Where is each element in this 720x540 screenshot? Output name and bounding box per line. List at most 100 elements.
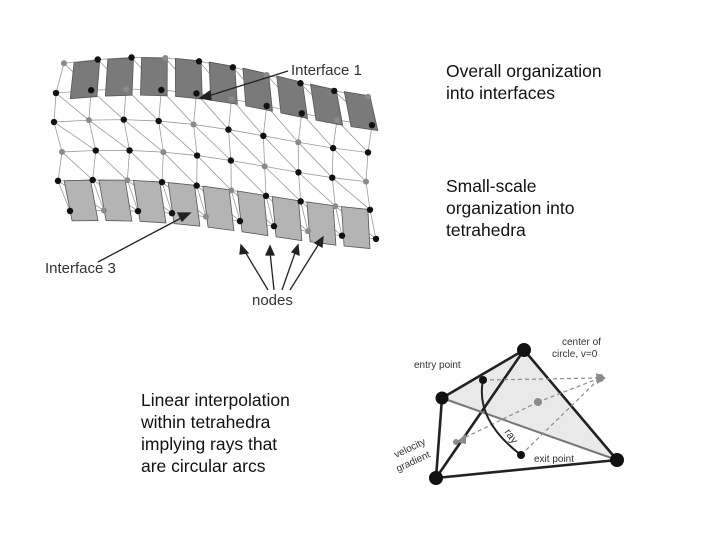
mesh-node (297, 198, 304, 205)
mesh-diagonal-line (196, 155, 232, 191)
interface-3-arrow (97, 215, 186, 263)
mesh-column-line (331, 177, 336, 207)
interface-3-panel (271, 196, 303, 242)
mesh-node (128, 54, 135, 61)
tetra-edge-5 (435, 458, 618, 480)
mesh-diagonal-line (301, 113, 334, 149)
mesh-node (89, 176, 96, 184)
nodes-arrowhead-3 (290, 243, 300, 257)
mesh-panels (63, 57, 379, 249)
mesh-diagonal-line (55, 92, 90, 121)
mesh-node (333, 117, 340, 124)
mesh-node (329, 144, 337, 152)
tetra-vertex-top (517, 343, 531, 357)
mesh-node (227, 157, 235, 164)
tetra-vertex-right (610, 453, 624, 467)
mesh-node (263, 71, 270, 78)
interface-3-panel (63, 179, 99, 222)
caption-linear-interpolation: Linear interpolation within tetrahedra i… (141, 390, 290, 476)
tetra-edge-2 (523, 349, 618, 461)
mesh-diagonal-line (266, 105, 299, 143)
mesh-column-line (230, 190, 241, 222)
mesh-node (364, 149, 372, 156)
mesh-column-line (57, 180, 71, 212)
mesh-node (193, 90, 200, 97)
mesh-node (203, 213, 209, 220)
center-label-line2: circle, v=0 (552, 349, 598, 360)
mesh-column-line (298, 172, 302, 202)
mesh-diagonal-line (95, 150, 128, 181)
mesh-column-line (332, 120, 338, 149)
interface-1-panel (69, 59, 101, 100)
tetra-vertex-left (435, 391, 449, 405)
nodes-arrow-3 (281, 249, 297, 291)
mesh-node (134, 207, 142, 215)
circle-center-marker (534, 398, 542, 406)
mesh-node (160, 149, 167, 156)
interface-3-panel (98, 179, 133, 222)
tetra-hidden-edge (441, 397, 618, 461)
exit-point-marker (517, 451, 525, 459)
mesh-column-line (123, 119, 130, 151)
center-dashed-line-2 (482, 377, 601, 381)
tetrahedron-diagram: entry point center of circle, v=0 ray ve… (393, 337, 624, 485)
mesh-node (50, 118, 58, 126)
exit-point-label: exit point (534, 454, 574, 465)
interface-1-panel (310, 83, 344, 126)
annotation-arrows (97, 70, 324, 291)
mesh-diagonal-line (231, 98, 264, 137)
mesh-column-line (126, 180, 139, 212)
nodes-arrowhead-4 (313, 235, 324, 249)
mesh-node (332, 203, 339, 210)
velocity-gradient-line (459, 401, 539, 441)
mesh-node (229, 64, 237, 71)
mesh-nodes (50, 54, 380, 243)
mesh-column-line (334, 206, 343, 236)
mesh-diagonal-line (263, 135, 299, 173)
mesh-column-line (262, 105, 268, 136)
mesh-diagonal-line (61, 151, 93, 181)
tetra-edge-4 (434, 349, 526, 479)
mesh-node (297, 80, 304, 87)
mesh-column-line (369, 209, 377, 239)
mesh-column-line (88, 120, 97, 151)
mesh-node (162, 55, 169, 62)
mesh-node (94, 56, 101, 63)
mesh-column-line (161, 182, 173, 214)
mesh-column-line (196, 185, 207, 217)
mesh-node (263, 102, 270, 110)
mesh-column-line (53, 93, 57, 123)
mesh-node (59, 148, 65, 155)
nodes-arrowhead-2 (264, 244, 276, 256)
entry-point-marker (479, 376, 487, 384)
mesh-diagonal-line (88, 119, 130, 151)
mesh-column-line (264, 166, 267, 196)
nodes-arrow-4 (289, 241, 321, 291)
mesh-diagonal-line (228, 129, 265, 167)
mesh-node (158, 178, 166, 186)
mesh-node (295, 139, 302, 146)
mesh-node (195, 58, 203, 65)
mesh-column-line (265, 195, 275, 227)
mesh-node (193, 182, 200, 189)
mesh-node (87, 87, 95, 94)
interface-3-panel (133, 180, 167, 224)
mesh-diagonal-line (123, 119, 164, 153)
mesh-node (338, 232, 346, 239)
mesh-diagonal-line (163, 151, 197, 186)
interface-3-arrowhead (176, 212, 192, 223)
mesh-node (236, 217, 244, 225)
nodes-arrowhead-1 (239, 243, 250, 255)
mesh-node (228, 187, 235, 194)
center-label-line1: center of (562, 337, 601, 348)
mesh-diagonal-line (196, 93, 229, 130)
mesh-diagonal-line (158, 120, 198, 156)
mesh-node (158, 86, 165, 94)
mesh-column-line (161, 152, 164, 183)
interface-1-panel (276, 75, 309, 119)
mesh-node (193, 152, 201, 159)
ray-label: ray (502, 427, 521, 447)
nodes-arrow-2 (269, 251, 275, 291)
mesh-diagonal-line (297, 142, 333, 178)
